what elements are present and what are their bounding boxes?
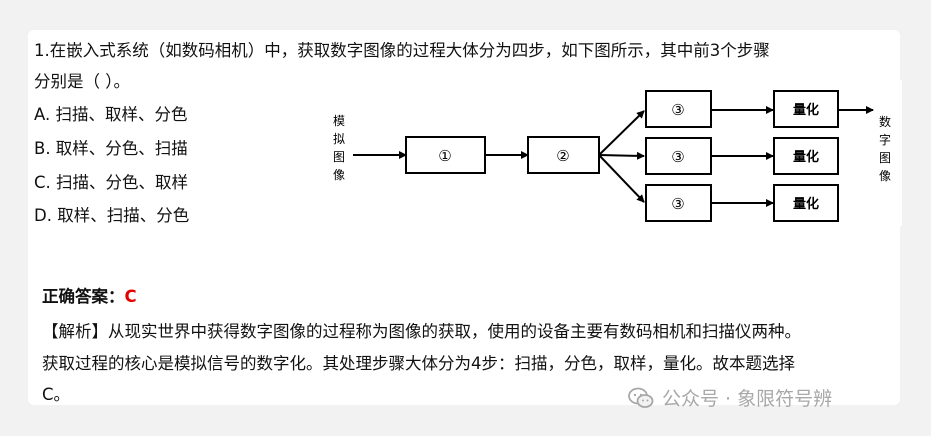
step3-label-top: ③	[671, 101, 684, 119]
step2-box	[527, 136, 600, 174]
input-label-char: 像	[333, 168, 345, 182]
quantize-label-bottom: 量化	[793, 196, 819, 212]
step3-box-top	[645, 90, 712, 128]
image-acquisition-diagram: 模 拟 图 像 ① ② ③ ③ ③ 量化 量化 量化	[322, 80, 902, 226]
explanation-line1: 【解析】从现实世界中获得数字图像的过程称为图像的获取，使用的设备主要有数码相机和…	[42, 322, 801, 341]
arrow-box2-to-box3-bottom	[598, 154, 645, 203]
output-label-char: 数	[879, 114, 891, 129]
quantize-label-mid: 量化	[793, 149, 819, 165]
step3-box-mid	[645, 137, 712, 175]
arrow-box2-to-box3-mid	[598, 151, 645, 160]
quantize-box-top	[773, 90, 839, 128]
explanation-line2: 获取过程的核心是模拟信号的数字化。其处理步骤大体分为4步：扫描，分色，取样，量化…	[42, 354, 795, 373]
step3-label-bottom: ③	[671, 195, 684, 213]
answer-value: C	[124, 287, 137, 306]
quantize-label-top: 量化	[793, 102, 819, 118]
input-label: 模 拟 图 像	[333, 114, 345, 182]
watermark-text: 公众号 · 象限符号辨	[662, 388, 833, 410]
quantize-box-bottom	[773, 184, 839, 222]
step1-label: ①	[438, 147, 451, 165]
option-d: D. 取样、扫描、分色	[34, 206, 190, 225]
input-label-char: 拟	[333, 132, 345, 146]
answer-label: 正确答案：	[42, 287, 125, 306]
question-text-line2: 分别是（ ）。	[34, 72, 130, 91]
step3-label-mid: ③	[671, 148, 684, 166]
correct-answer: 正确答案：C	[42, 283, 137, 307]
arrow-box2-to-box3-top	[598, 110, 645, 156]
wechat-icon	[628, 387, 654, 408]
option-a: A. 扫描、取样、分色	[34, 105, 188, 124]
step1-box	[405, 136, 486, 174]
explanation-line3: C。	[42, 385, 71, 404]
quantize-box-mid	[773, 137, 839, 175]
option-c: C. 扫描、分色、取样	[34, 173, 189, 192]
option-b: B. 取样、分色、扫描	[34, 139, 188, 158]
input-label-char: 图	[333, 150, 345, 164]
step3-box-bottom	[645, 184, 712, 222]
output-label-char: 图	[879, 151, 891, 165]
question-text-line1: 1.在嵌入式系统（如数码相机）中，获取数字图像的过程大体分为四步，如下图所示，其…	[34, 41, 770, 60]
output-label: 数 字 图 像	[879, 114, 891, 183]
output-label-char: 像	[879, 169, 891, 183]
output-label-char: 字	[879, 132, 891, 147]
watermark: 公众号 · 象限符号辨	[628, 384, 832, 411]
input-label-char: 模	[333, 114, 345, 128]
step2-label: ②	[556, 147, 569, 165]
